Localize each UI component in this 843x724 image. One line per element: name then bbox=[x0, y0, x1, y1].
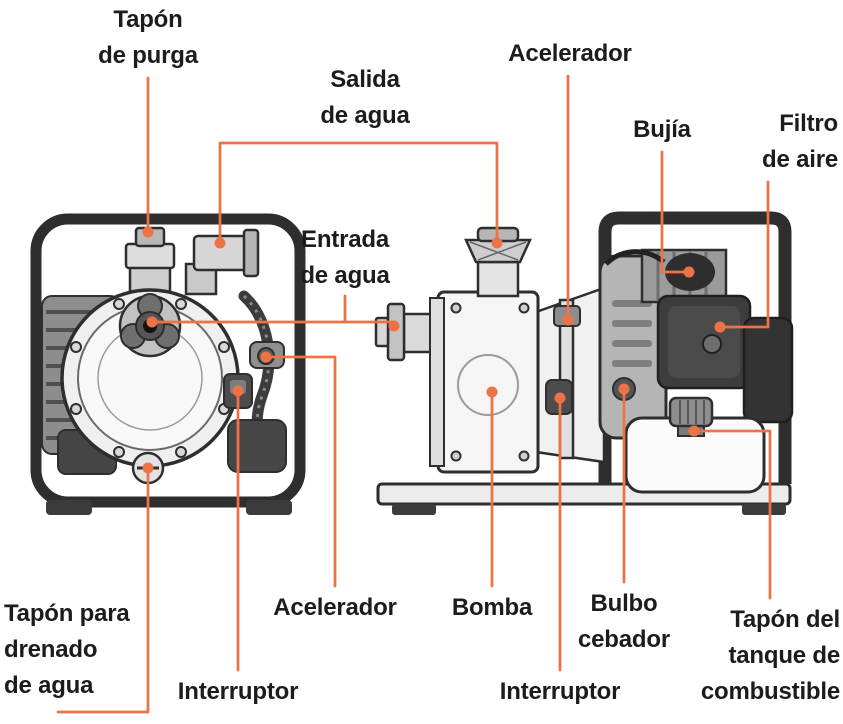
pump-side-view-illustration bbox=[374, 211, 794, 515]
dot-entrada-agua-side bbox=[388, 320, 400, 332]
dot-entrada-agua-front bbox=[146, 316, 158, 328]
label-tapon-drenado-agua: Tapón para drenado de agua bbox=[4, 600, 130, 699]
leader-tapon-tanque bbox=[694, 429, 772, 600]
dot-bulbo-cebador bbox=[618, 383, 630, 395]
label-tapon-de-purga: Tapón de purga bbox=[98, 6, 198, 69]
label-entrada-de-agua: Entrada de agua bbox=[300, 226, 390, 289]
label-filtro-de-aire: Filtro de aire bbox=[762, 110, 838, 173]
dot-bomba bbox=[486, 386, 498, 398]
leader-tapon-drenado bbox=[56, 468, 150, 714]
leader-bujia bbox=[660, 150, 689, 274]
label-acelerador-superior: Acelerador bbox=[508, 40, 632, 67]
leader-lines bbox=[56, 74, 772, 714]
label-acelerador-frontal: Acelerador bbox=[273, 594, 397, 621]
dot-tapon-purga bbox=[142, 226, 154, 238]
label-salida-de-agua: Salida de agua bbox=[320, 66, 410, 129]
dot-interruptor-front bbox=[232, 385, 244, 397]
label-interruptor-frontal: Interruptor bbox=[177, 678, 299, 705]
dot-salida-agua-side bbox=[491, 237, 503, 249]
label-bulbo-cebador: Bulbo cebador bbox=[578, 590, 670, 653]
dot-acelerador-front bbox=[260, 351, 272, 363]
dot-salida-agua-front bbox=[214, 237, 226, 249]
leader-acelerador-inf bbox=[266, 355, 337, 588]
dot-bujia bbox=[683, 266, 695, 278]
leader-salida-agua bbox=[218, 141, 499, 243]
dot-filtro-aire bbox=[714, 321, 726, 333]
dot-interruptor-side bbox=[554, 392, 566, 404]
dot-acelerador-side bbox=[562, 314, 574, 326]
leader-filtro-aire bbox=[720, 180, 770, 329]
pump-front-view-illustration bbox=[30, 213, 306, 515]
label-interruptor-lateral: Interruptor bbox=[499, 678, 621, 705]
dot-tapon-drenado bbox=[142, 462, 154, 474]
face-bolts bbox=[70, 298, 230, 458]
label-tapon-tanque-combustible: Tapón del tanque de combustible bbox=[700, 606, 840, 705]
dot-tapon-tanque bbox=[688, 425, 700, 437]
label-bujia: Bujía bbox=[633, 116, 691, 143]
label-bomba: Bomba bbox=[451, 594, 533, 621]
leader-dots bbox=[142, 226, 726, 474]
